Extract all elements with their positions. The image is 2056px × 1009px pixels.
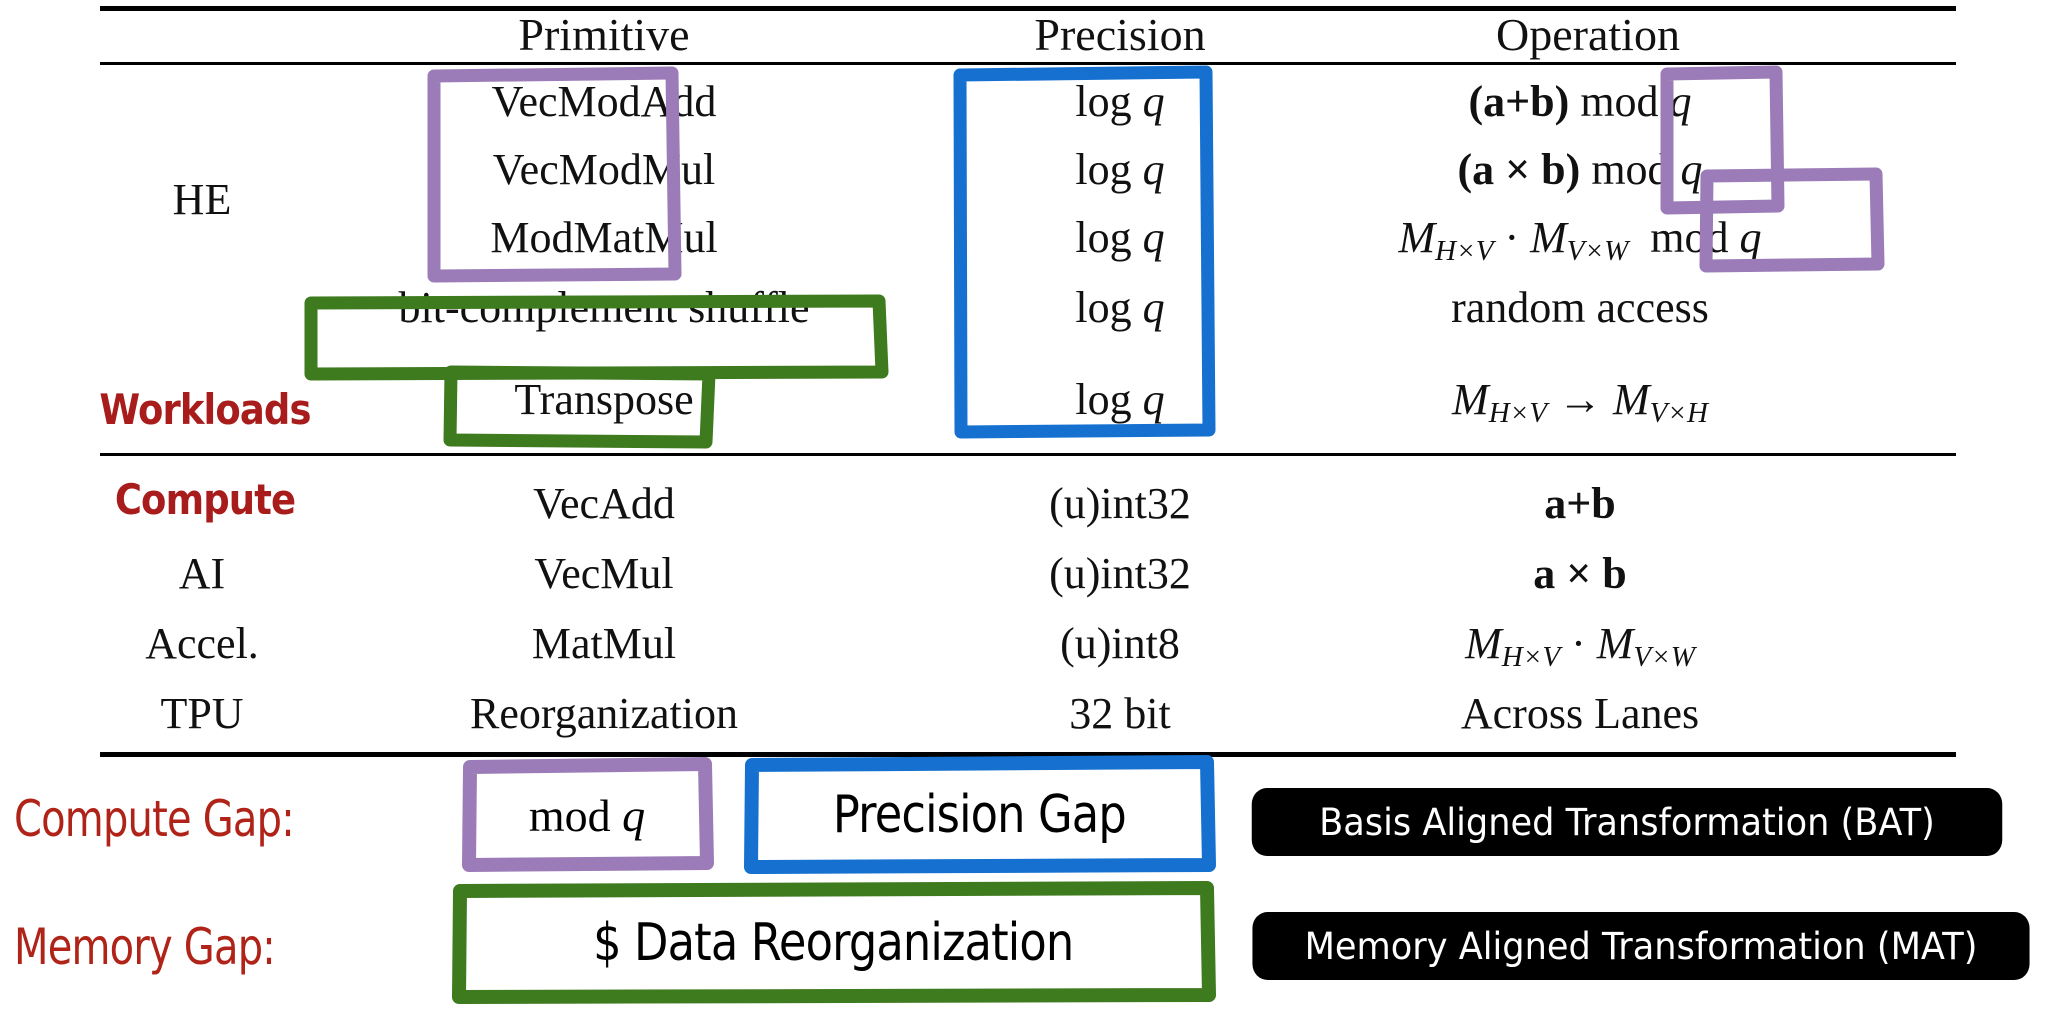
cell-primitive-vecmodadd: VecModAdd bbox=[491, 77, 717, 126]
cell-primitive-bit-complement-shuffle: bit-complement shuffle bbox=[398, 283, 810, 332]
compute-gap-label: Compute Gap: bbox=[14, 790, 295, 848]
cell-operation-a-times-b: a × b bbox=[1533, 549, 1627, 598]
row-group-label-ai: AI bbox=[178, 549, 226, 598]
cell-precision-uint8: (u)int8 bbox=[1060, 619, 1180, 668]
badge-mat: Memory Aligned Transformation (MAT) bbox=[1252, 912, 2030, 980]
table-header-rule bbox=[100, 62, 1956, 65]
cell-precision-logq-2: log q bbox=[1075, 145, 1165, 194]
row-group-label-accel: Accel. bbox=[145, 619, 259, 668]
compute-gap-precision-box: Precision Gap bbox=[744, 758, 1214, 872]
section-label-compute: Compute bbox=[114, 475, 296, 524]
cell-primitive-reorganization: Reorganization bbox=[470, 689, 738, 738]
cell-primitive-vecmodmul: VecModMul bbox=[492, 145, 716, 194]
cell-operation-across-lanes: Across Lanes bbox=[1460, 689, 1700, 738]
cell-operation-mul-mod: (a × b) mod q bbox=[1457, 145, 1703, 194]
cell-precision-uint32-1: (u)int32 bbox=[1049, 479, 1191, 528]
column-header-primitive: Primitive bbox=[518, 9, 690, 60]
column-header-precision: Precision bbox=[1034, 9, 1206, 60]
cell-operation-transpose: MH×V → MV×H bbox=[1452, 375, 1708, 430]
cell-primitive-matmul: MatMul bbox=[531, 619, 677, 668]
memory-gap-data-reorg-box: $ Data Reorganization bbox=[452, 884, 1214, 1002]
section-label-workloads: Workloads bbox=[99, 385, 311, 434]
cell-operation-a-plus-b: a+b bbox=[1544, 479, 1616, 528]
compute-gap-modq-box: mod q bbox=[462, 760, 712, 870]
memory-gap-data-reorg-text: $ Data Reorganization bbox=[592, 913, 1074, 973]
cell-primitive-modmatmul: ModMatMul bbox=[490, 213, 718, 262]
cell-primitive-vecmul: VecMul bbox=[534, 549, 674, 598]
cell-precision-logq-5: log q bbox=[1075, 375, 1165, 424]
badge-bat: Basis Aligned Transformation (BAT) bbox=[1251, 788, 2003, 856]
row-group-label-tpu: TPU bbox=[160, 689, 244, 738]
memory-gap-label: Memory Gap: bbox=[14, 918, 276, 976]
cell-precision-32bit: 32 bit bbox=[1069, 689, 1171, 738]
table-midsection-rule bbox=[100, 453, 1956, 456]
cell-primitive-vecadd: VecAdd bbox=[533, 479, 675, 528]
cell-operation-matmul-mod: MH×V · MV×W mod q bbox=[1398, 213, 1762, 268]
table-bottom-rule bbox=[100, 752, 1956, 757]
cell-operation-matmul: MH×V · MV×W bbox=[1465, 619, 1695, 674]
row-group-label-he: HE bbox=[172, 175, 232, 224]
cell-precision-uint32-2: (u)int32 bbox=[1049, 549, 1191, 598]
table-top-rule bbox=[100, 6, 1956, 11]
cell-operation-add-mod: (a+b) mod q bbox=[1468, 77, 1692, 126]
compute-gap-precision-text: Precision Gap bbox=[832, 785, 1126, 845]
cell-operation-random-access: random access bbox=[1451, 283, 1709, 332]
cell-precision-logq-1: log q bbox=[1075, 77, 1165, 126]
cell-precision-logq-4: log q bbox=[1075, 283, 1165, 332]
column-header-operation: Operation bbox=[1496, 9, 1680, 60]
cell-precision-logq-3: log q bbox=[1075, 213, 1165, 262]
cell-primitive-transpose: Transpose bbox=[514, 375, 694, 424]
compute-gap-modq-text: mod q bbox=[528, 789, 646, 841]
